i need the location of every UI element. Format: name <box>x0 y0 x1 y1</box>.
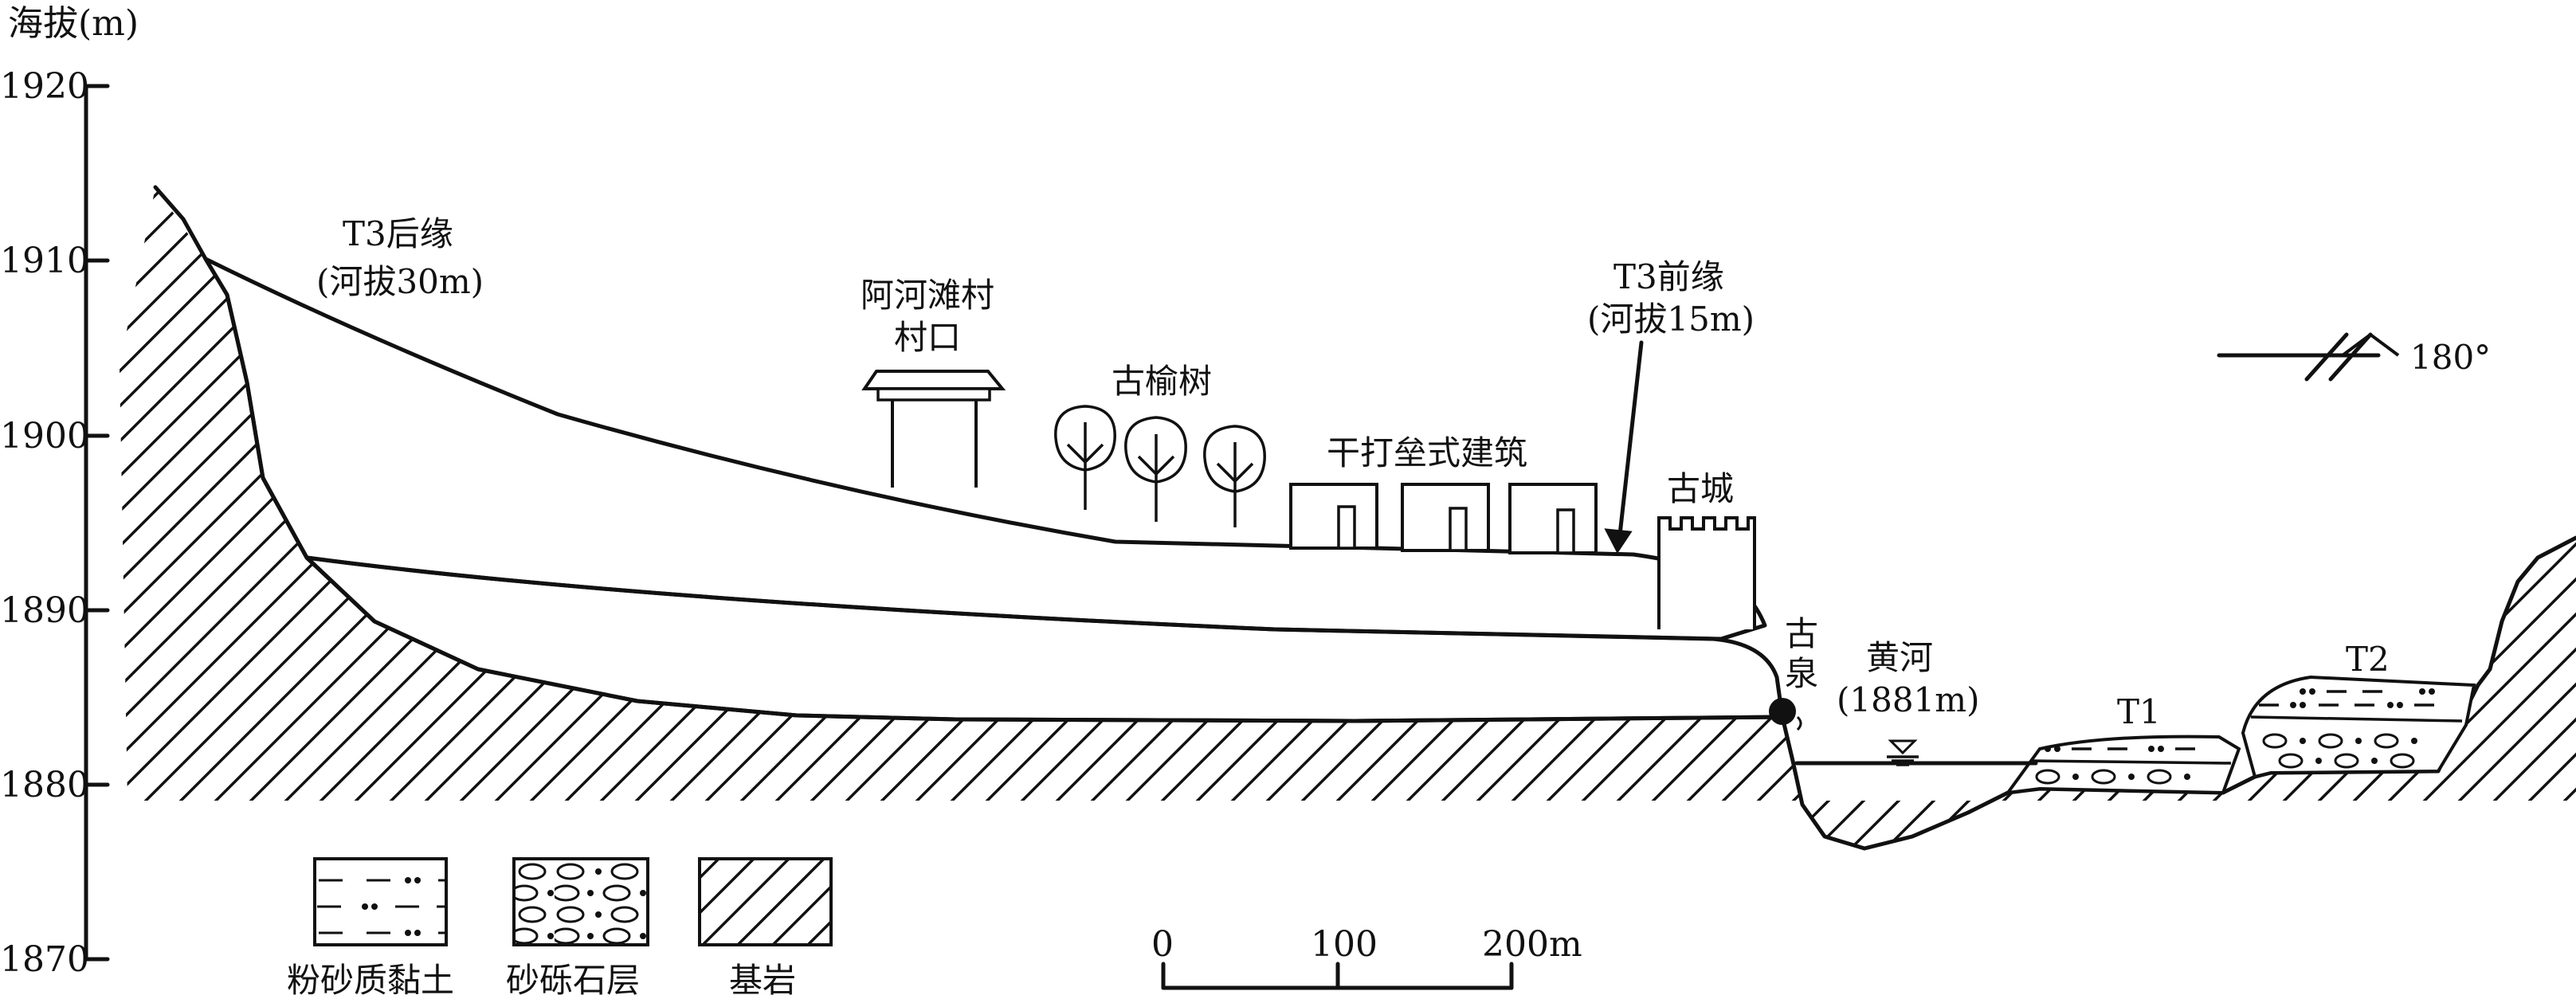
label-rammed-earth: 干打垒式建筑 <box>1327 433 1527 472</box>
label-t3-rear: T3后缘 <box>343 214 453 253</box>
scale-label-100: 100 <box>1311 924 1378 965</box>
tree-3 <box>1203 425 1266 527</box>
tick-label-1890: 1890 <box>0 590 89 631</box>
legend: 粉砂质黏土 砂砾石层 基岩 <box>287 857 833 999</box>
legend-item-gravel: 砂砾石层 <box>506 857 649 999</box>
label-t3-rear-height: (河拔30m) <box>316 262 484 301</box>
label-yellow-river-elev: (1881m) <box>1837 680 1979 719</box>
tree-2 <box>1124 416 1187 522</box>
label-t3-front: T3前缘 <box>1613 257 1724 296</box>
label-terrace-t1: T1 <box>2117 692 2161 731</box>
annotations: T3后缘 (河拔30m) 阿河滩村 村口 古榆树 干打垒式建筑 T3前缘 (河拔… <box>316 214 2491 731</box>
label-ancient-spring-2: 泉 <box>1785 654 1818 693</box>
tick-label-1900: 1900 <box>0 416 89 456</box>
silty-clay-layer <box>203 257 1767 641</box>
old-elm-trees <box>1054 405 1266 527</box>
tree-1 <box>1054 405 1116 510</box>
ancient-city-wall <box>1657 516 1756 629</box>
legend-label: 基岩 <box>729 961 796 999</box>
rammed-earth-buildings <box>1289 483 1598 554</box>
tick-label-1870: 1870 <box>0 939 89 980</box>
legend-item-silty-clay: 粉砂质黏土 <box>287 857 454 999</box>
label-ancient-city: 古城 <box>1667 469 1734 508</box>
terrace-t1-deposit <box>2004 735 2241 795</box>
legend-label: 砂砾石层 <box>506 961 640 999</box>
label-strike-dip: 180° <box>2410 338 2491 377</box>
label-yellow-river: 黄河 <box>1866 638 1933 677</box>
scale-bar: 0 100 200m <box>1151 924 1582 990</box>
legend-item-bedrock: 基岩 <box>698 857 833 999</box>
ancient-spring <box>1769 698 1802 731</box>
bedrock-fill <box>120 187 2576 848</box>
label-t3-front-height: (河拔15m) <box>1587 300 1755 339</box>
label-village-gate-2: 村口 <box>894 318 961 357</box>
elevation-axis: 海拔(m) 1920 1910 1900 1890 1880 1870 <box>0 3 139 980</box>
scale-label-200m: 200m <box>1482 924 1582 965</box>
t3-front-arrow <box>1604 340 1644 554</box>
axis-title: 海拔(m) <box>8 3 139 44</box>
tick-label-1910: 1910 <box>0 241 89 281</box>
scale-label-0: 0 <box>1151 924 1174 965</box>
label-terrace-t2: T2 <box>2346 640 2390 679</box>
label-old-elm: 古榆树 <box>1112 362 1212 401</box>
legend-label: 粉砂质黏土 <box>287 961 454 999</box>
tick-label-1880: 1880 <box>0 765 89 805</box>
tick-label-1920: 1920 <box>0 66 89 107</box>
village-gate <box>861 370 1006 488</box>
river-water-surface <box>1794 739 2038 766</box>
terrace-t2-deposit <box>2241 675 2476 779</box>
strike-dip-symbol <box>2217 332 2400 382</box>
label-village-gate-1: 阿河滩村 <box>861 276 994 315</box>
label-ancient-spring-1: 古 <box>1785 614 1818 653</box>
